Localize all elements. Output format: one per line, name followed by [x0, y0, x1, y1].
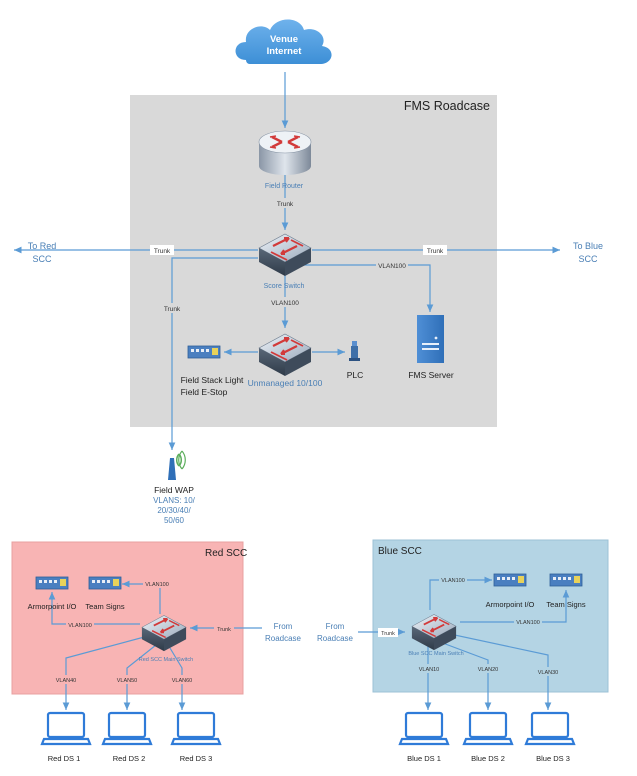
to-blue-label-2: SCC	[578, 254, 598, 264]
red-link-ds1	[62, 635, 149, 710]
blue-vlan100-armor-label: VLAN100	[441, 578, 465, 584]
trunk-router-label: Trunk	[277, 201, 294, 208]
blue-ds2-label: Blue DS 2	[471, 754, 505, 763]
io-device-icon	[549, 573, 583, 587]
wap-vlans-1: VLANS: 10/	[153, 496, 196, 505]
wireless-ap-icon	[168, 450, 186, 480]
link-server	[300, 264, 434, 312]
wap-vlans-3: 50/60	[164, 516, 185, 525]
io-device-icon	[187, 345, 221, 359]
blue-scc-title: Blue SCC	[378, 546, 422, 557]
laptop-icon	[101, 711, 153, 746]
blue-from-label-2: Roadcase	[317, 634, 354, 643]
router-label: Field Router	[265, 183, 304, 190]
laptop-icon	[524, 711, 576, 746]
vlan100-unmanaged-label: VLAN100	[271, 300, 299, 307]
red-from-label-1: From	[274, 622, 293, 631]
to-blue-label-1: To Blue	[573, 241, 603, 251]
blue-link-ds2	[439, 641, 492, 710]
red-link-ds2	[123, 644, 157, 710]
trunk-right-label: Trunk	[427, 248, 444, 255]
red-scc-title: Red SCC	[205, 548, 247, 559]
red-ds1-label: Red DS 1	[48, 754, 81, 763]
fms-server-label: FMS Server	[408, 370, 454, 380]
blue-ds1-vlan: VLAN10	[419, 667, 440, 673]
blue-ds1-label: Blue DS 1	[407, 754, 441, 763]
io-device-icon	[493, 573, 527, 587]
blue-ds3-vlan: VLAN30	[538, 670, 559, 676]
stack-label-2: Field E-Stop	[181, 387, 228, 397]
red-ds3-vlan: VLAN60	[172, 678, 193, 684]
blue-vlan100-signs-label: VLAN100	[516, 620, 540, 626]
stack-label-1: Field Stack Light	[181, 375, 244, 385]
red-main-switch-label: Red SCC Main Switch	[139, 657, 193, 663]
red-trunk-label: Trunk	[217, 627, 231, 633]
red-signs-label: Team Signs	[85, 602, 124, 611]
blue-armor-label: Armorpoint I/O	[486, 600, 535, 609]
laptop-icon	[398, 711, 450, 746]
fms-roadcase-box	[130, 95, 497, 427]
blue-main-switch-label: Blue SCC Main Switch	[408, 651, 463, 657]
wap-vlans-2: 20/30/40/	[157, 506, 191, 515]
blue-link-ds3	[449, 633, 552, 710]
blue-ds2-vlan: VLAN20	[478, 667, 499, 673]
router-icon	[258, 130, 312, 175]
to-red-label-2: SCC	[32, 254, 52, 264]
link-switch-wap	[168, 257, 258, 450]
internet-label-2: Internet	[267, 46, 303, 57]
plc-label: PLC	[347, 370, 364, 380]
red-vlan100-signs-label: VLAN100	[145, 582, 169, 588]
wap-title: Field WAP	[154, 485, 194, 495]
unmanaged-label: Unmanaged 10/100	[248, 378, 323, 388]
red-link-armor	[48, 592, 140, 625]
red-armor-label: Armorpoint I/O	[28, 602, 77, 611]
roadcase-title: FMS Roadcase	[404, 99, 490, 113]
red-ds1-vlan: VLAN40	[56, 678, 77, 684]
red-vlan100-armor-label: VLAN100	[68, 623, 92, 629]
internet-label-1: Venue	[270, 34, 298, 45]
laptop-icon	[170, 711, 222, 746]
blue-link-armor	[429, 576, 492, 610]
laptop-icon	[462, 711, 514, 746]
trunk-left-label: Trunk	[154, 248, 171, 255]
trunk-wap-label: Trunk	[164, 306, 181, 313]
io-device-icon	[35, 576, 69, 590]
red-ds2-vlan: VLAN50	[117, 678, 138, 684]
blue-ds3-label: Blue DS 3	[536, 754, 570, 763]
cloud-icon	[235, 19, 332, 64]
blue-link-signs	[460, 590, 570, 623]
score-switch-label: Score Switch	[264, 283, 305, 290]
laptop-icon	[40, 711, 92, 746]
server-icon	[417, 315, 444, 363]
red-ds3-label: Red DS 3	[180, 754, 213, 763]
blue-from-label-1: From	[326, 622, 345, 631]
red-ds2-label: Red DS 2	[113, 754, 146, 763]
io-device-icon	[88, 576, 122, 590]
to-red-label-1: To Red	[28, 241, 57, 251]
blue-signs-label: Team Signs	[546, 600, 585, 609]
red-link-ds3	[169, 647, 186, 710]
red-from-label-2: Roadcase	[265, 634, 302, 643]
blue-trunk-label: Trunk	[381, 631, 395, 637]
vlan100-server-label: VLAN100	[378, 263, 406, 270]
plc-icon	[349, 341, 360, 361]
